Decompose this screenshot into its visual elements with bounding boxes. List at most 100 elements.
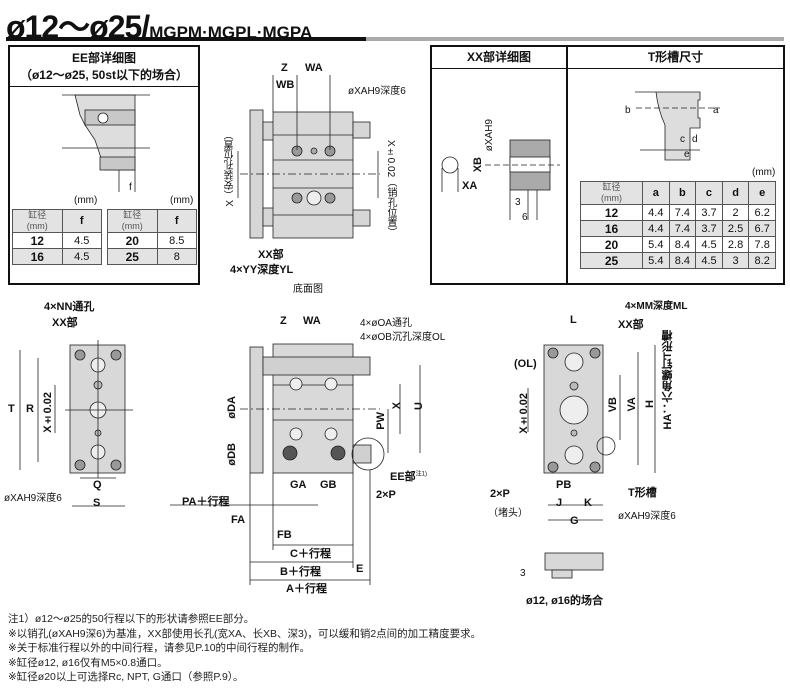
callout-ee: EE部注1) [390, 468, 427, 484]
header-e: e [748, 181, 776, 205]
cell: 6.7 [748, 220, 776, 237]
dim-x: X±0.02 [42, 392, 54, 433]
cell: 4.5 [61, 248, 103, 265]
dim-pb: PB [556, 479, 572, 491]
cell: 20 [107, 232, 158, 249]
note: ※关于标准行程以外的中间行程，请参见P.10的中间行程的制作。 [8, 642, 311, 654]
t-slot-figure [635, 91, 720, 161]
cell: 2.8 [721, 236, 750, 253]
dim-k: K [584, 497, 592, 509]
ee-label: EE部 [390, 471, 416, 483]
unit-label: (mm) [170, 195, 194, 206]
dim-s: S [93, 497, 101, 509]
dim-b: b [625, 105, 631, 116]
dim-e: e [684, 149, 690, 160]
ee-heading-line1: EE部详细图 [71, 51, 136, 65]
cell: 2.5 [721, 220, 750, 237]
t-slot-heading: T形槽尺寸 [568, 47, 783, 69]
cell: 2 [721, 204, 750, 221]
header-f: f [61, 209, 103, 233]
callout-p: 2×P [490, 488, 510, 500]
dim-b: B＋行程 [280, 566, 321, 578]
dim-6: 6 [522, 212, 528, 223]
dim-j: J [556, 497, 563, 509]
note: 注1）ø12～ø25的50行程以下的形状请参照EE部分。 [8, 613, 255, 625]
cell: 25 [580, 252, 643, 269]
cell: 4.5 [695, 236, 723, 253]
cell: 6.2 [748, 204, 776, 221]
cell: 5.4 [642, 252, 670, 269]
dim-gb: GB [320, 479, 337, 491]
dim-r: R [26, 403, 34, 415]
right-view-figure [527, 344, 656, 579]
dim-pa: PA＋行程 [182, 496, 230, 508]
header-bore: 缸径 (mm) [580, 181, 643, 205]
callout-yy: 4×YY深度YL [230, 264, 294, 276]
callout-plug: （堵头） [488, 508, 528, 519]
cell: 8.5 [156, 232, 198, 249]
notes: 注1）ø12～ø25的50行程以下的形状请参照EE部分。 ※以销孔(øXAH9深… [8, 612, 481, 685]
dim-h: H [644, 400, 656, 408]
cell: 3.7 [695, 204, 723, 221]
cell: 8.2 [748, 252, 776, 269]
ee-detail-panel: EE部详细图 （ø12～ø25, 50st以下的场合） f (mm) (mm) … [8, 45, 200, 285]
dim-fb: FB [277, 529, 292, 541]
bottom-view-figure [237, 75, 380, 239]
header-b: b [668, 181, 697, 205]
title-rule [6, 37, 784, 41]
dim-z: Z [280, 315, 287, 327]
cell: 4.5 [695, 252, 723, 269]
cell: 4.5 [61, 232, 103, 249]
cell: 7.8 [748, 236, 776, 253]
cell: 8.4 [668, 236, 697, 253]
cell: 8.4 [668, 252, 697, 269]
front-view-figure [170, 343, 421, 585]
dim-ha: HA：六角螺钉T形槽 [662, 330, 674, 430]
cell: 20 [580, 236, 643, 253]
dim-xa: XA [462, 180, 478, 192]
note: ※缸径ø20以上可选择Rc, NPT, G通口（参照P.9）。 [8, 671, 244, 683]
dim-wa: WA [305, 62, 323, 74]
dim-x: X [391, 402, 403, 410]
dim-d: d [692, 134, 698, 145]
callout-t-slot: T形槽 [628, 487, 657, 499]
xx-detail-figure [441, 139, 560, 220]
dim-db: øDB [226, 443, 238, 466]
dim-a: A＋行程 [286, 583, 327, 595]
dim-wa: WA [303, 315, 321, 327]
cell: 16 [580, 220, 643, 237]
cell: 3 [721, 252, 750, 269]
dim-t: T [8, 403, 15, 415]
header-d: d [721, 181, 750, 205]
dim-x-mount: X（安装孔位置） [225, 130, 236, 207]
callout-p: 2×P [376, 489, 396, 501]
dim-va: VA [626, 397, 638, 412]
cell: 7.4 [668, 204, 697, 221]
header-c: c [695, 181, 723, 205]
dim-da: øDA [226, 396, 238, 419]
callout-nn: 4×NN通孔 [44, 301, 95, 313]
dim-x: X±0.02 [518, 393, 530, 434]
callout-xa: øXAH9深度6 [618, 511, 676, 522]
dim-c: c [680, 134, 685, 145]
unit-label: (mm) [752, 167, 776, 178]
dim-ol: (OL) [514, 358, 537, 370]
dim-vb: VB [607, 397, 619, 413]
note: ※以销孔(øXAH9深6)为基准，XX部使用长孔(宽XA、长XB、深3)，可以缓… [8, 627, 482, 640]
ee-detail-figure [62, 94, 150, 192]
dim-l: L [570, 314, 577, 326]
ee-note-ref: 注1) [415, 471, 428, 478]
dim-e: E [356, 563, 364, 575]
cell: 4.4 [642, 220, 670, 237]
xx-detail-heading: XX部详细图 [432, 47, 566, 69]
